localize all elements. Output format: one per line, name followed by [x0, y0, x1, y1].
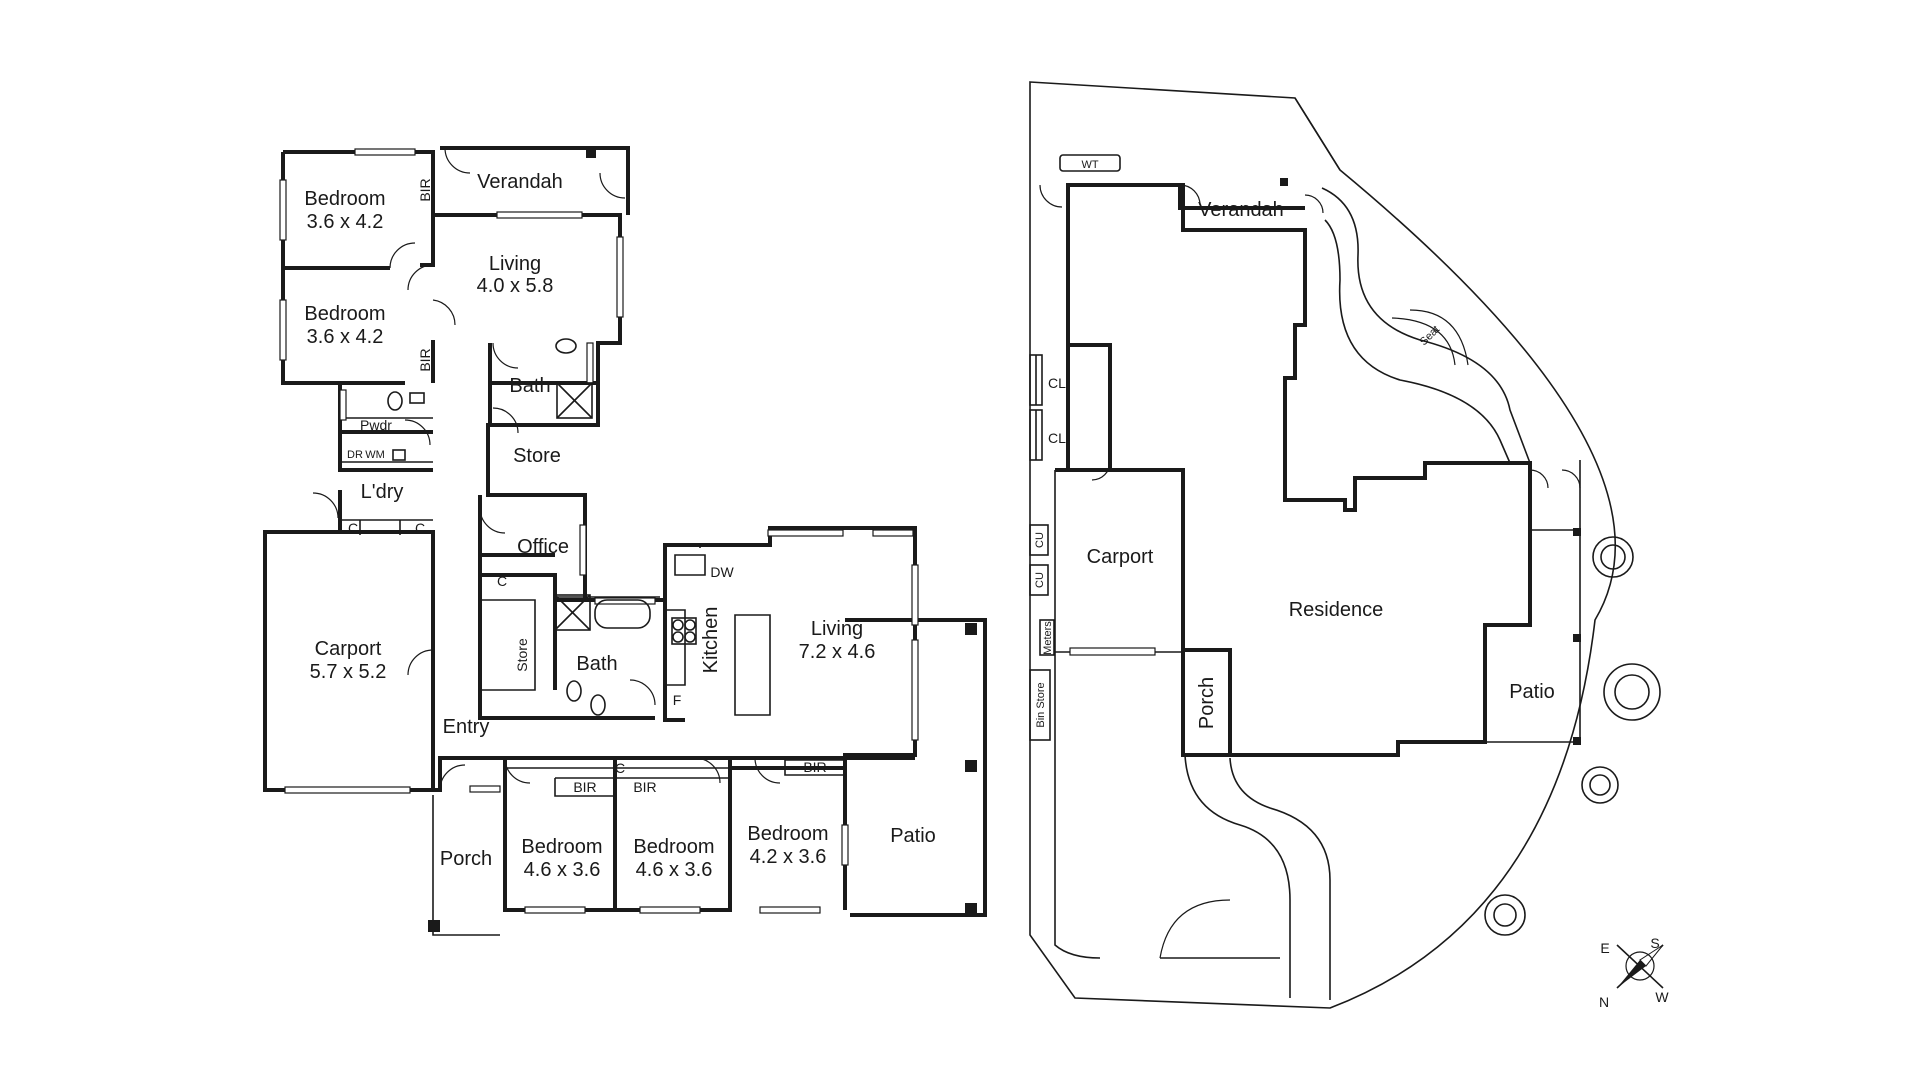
room-label: Patio [890, 825, 936, 847]
fixture-label: BIR [633, 779, 656, 795]
room-label: Store [514, 638, 530, 672]
ground-floor-plan [263, 146, 987, 936]
compass-icon [1616, 944, 1664, 989]
site-label: Verandah [1198, 199, 1284, 221]
fixture-label: C [497, 573, 507, 589]
room-label: Verandah [477, 171, 563, 193]
room-label: Bath [509, 375, 550, 397]
room-label: Kitchen [700, 607, 722, 674]
room-size: 4.0 x 5.8 [477, 275, 554, 297]
ground-floor-labels: Bedroom 3.6 x 4.2 Bedroom 3.6 x 4.2 Vera… [304, 171, 935, 881]
fixture-label: C [348, 520, 358, 536]
room-label: Bedroom [747, 823, 828, 845]
site-label: Bin Store [1035, 682, 1047, 727]
room-label: Entry [443, 716, 490, 738]
fixture-label: BIR [803, 759, 826, 775]
site-plan [1029, 81, 1664, 1009]
site-label: WT [1081, 159, 1098, 171]
site-label: CL [1048, 375, 1066, 391]
site-label: Seat [1418, 324, 1442, 348]
site-label: Residence [1289, 599, 1384, 621]
room-size: 5.7 x 5.2 [310, 661, 387, 683]
room-label: Bedroom [304, 188, 385, 210]
site-label: Patio [1509, 681, 1555, 703]
room-label: Store [513, 445, 561, 467]
room-label: L'dry [361, 481, 404, 503]
fixture-label: WM [365, 449, 385, 461]
room-size: 7.2 x 4.6 [799, 641, 876, 663]
fixture-label: DW [710, 564, 734, 580]
room-label: Office [517, 536, 569, 558]
room-label: Porch [440, 848, 492, 870]
room-label: Living [489, 253, 541, 275]
room-label: Bath [576, 653, 617, 675]
compass-label: W [1655, 989, 1669, 1005]
site-label: Meters [1042, 621, 1054, 655]
compass-label: N [1599, 994, 1609, 1010]
fixture-label: C [615, 760, 625, 776]
site-label: Carport [1087, 546, 1154, 568]
room-label: Carport [315, 638, 382, 660]
fixture-label: F [673, 692, 682, 708]
room-label: Pwdr [360, 417, 392, 433]
room-label: Bedroom [521, 836, 602, 858]
fixture-label: BIR [417, 178, 433, 201]
room-label: Bedroom [304, 303, 385, 325]
fixture-label: BIR [573, 779, 596, 795]
fixture-label: C [415, 520, 425, 536]
room-size: 4.6 x 3.6 [524, 859, 601, 881]
site-label: CL [1048, 430, 1066, 446]
room-label: Living [811, 618, 863, 640]
room-size: 3.6 x 4.2 [307, 211, 384, 233]
site-label: CU [1034, 532, 1046, 548]
compass-label: E [1600, 940, 1609, 956]
site-label: Porch [1196, 677, 1218, 729]
room-label: Bedroom [633, 836, 714, 858]
compass-label: S [1650, 935, 1659, 951]
site-label: CU [1034, 572, 1046, 588]
room-size: 4.6 x 3.6 [636, 859, 713, 881]
room-size: 4.2 x 3.6 [750, 846, 827, 868]
fixture-label: DR [347, 449, 363, 461]
fixture-label: BIR [417, 348, 433, 371]
site-plan-labels: WT Verandah Seat CL CL CU CU Carport Met… [1034, 159, 1669, 1010]
room-size: 3.6 x 4.2 [307, 326, 384, 348]
